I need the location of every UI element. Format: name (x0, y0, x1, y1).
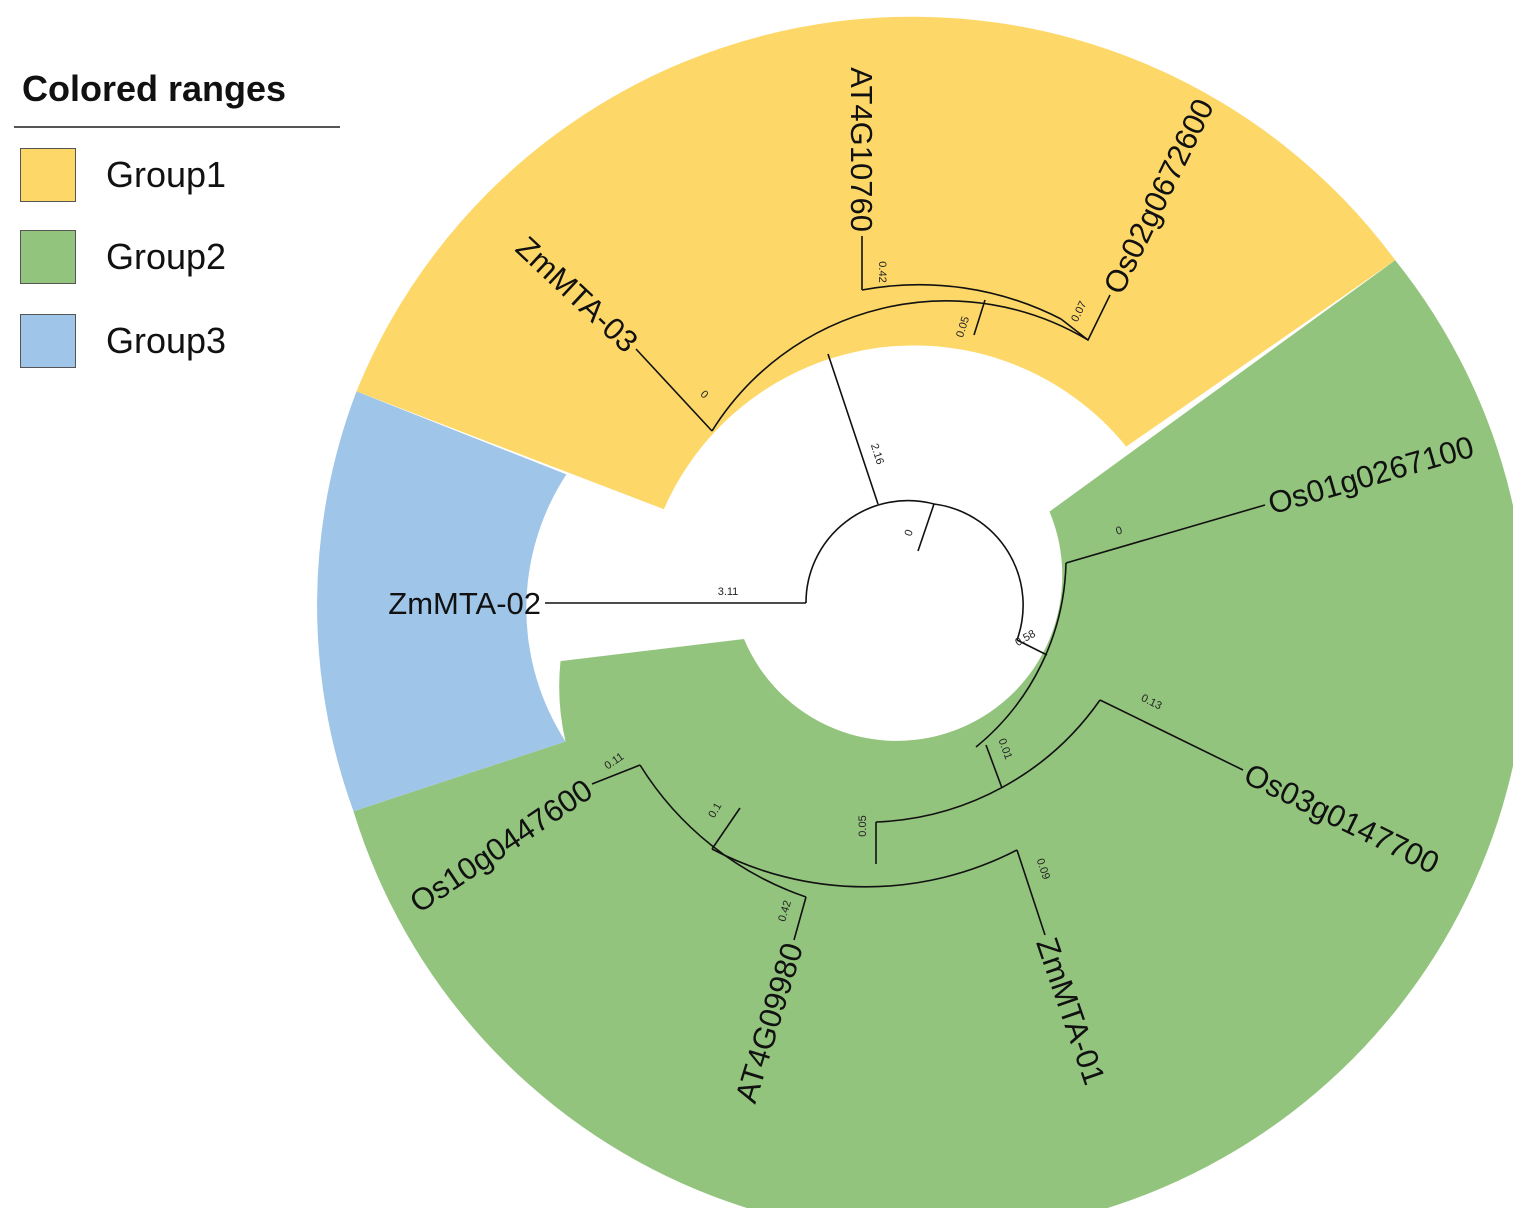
legend-swatch-group2 (20, 230, 76, 284)
legend-item-group3: Group3 (20, 314, 340, 372)
blen-n2: 0.05 (857, 815, 869, 836)
range-group1 (356, 16, 1396, 510)
legend-swatch-group1 (20, 148, 76, 202)
leaf-zmmta02: ZmMTA-02 (388, 586, 541, 621)
blen-at4g09980: 0.42 (776, 899, 794, 923)
arc-green (975, 562, 1067, 748)
branch-upper-clade (917, 503, 935, 552)
branch-group1 (827, 353, 879, 505)
arc-at-os02 (861, 283, 1062, 320)
root-arc-green (933, 503, 1024, 641)
branch-os03g (1099, 699, 1244, 771)
legend-title: Colored ranges (22, 68, 287, 109)
legend-label-group2: Group2 (106, 236, 227, 277)
branch-at-os02 (973, 299, 986, 336)
arc-group1 (711, 300, 1089, 432)
blen-green-node: 0.58 (1013, 628, 1038, 649)
branch-os02g (1060, 294, 1111, 342)
legend-item-group2: Group2 (20, 230, 340, 288)
branch-green-node (1016, 639, 1048, 656)
branch-os01g (1065, 504, 1266, 564)
root-arc (805, 499, 935, 604)
blen-group1: 2.16 (868, 442, 886, 466)
branch-os10g (591, 764, 641, 785)
arc-n3 (639, 764, 807, 898)
arc-n1 (875, 699, 1101, 823)
legend-label-group1: Group1 (106, 154, 227, 195)
branch-n1 (985, 744, 1003, 789)
legend-divider (14, 126, 340, 128)
legend-swatch-group3 (20, 314, 76, 368)
legend-label-group3: Group3 (106, 320, 227, 361)
blen-os01g: 0 (1115, 525, 1124, 538)
range-group2 (353, 260, 1513, 1208)
blen-zmmta02: 3.11 (718, 586, 739, 598)
blen-at4g10760: 0.42 (876, 261, 888, 282)
range-group3 (317, 391, 567, 812)
legend-item-group1: Group1 (20, 148, 340, 206)
branch-n3 (711, 807, 741, 850)
arc-n2 (711, 848, 1018, 888)
leaf-at4g10760: AT4G10760 (844, 67, 879, 232)
legend: Colored ranges Group1 Group2 Group3 (8, 58, 340, 390)
branch-at4g09980 (793, 896, 807, 941)
branch-zmmta01 (1016, 849, 1046, 936)
blen-upper-clade: 0 (902, 528, 915, 538)
branch-zmmta03 (635, 348, 713, 432)
